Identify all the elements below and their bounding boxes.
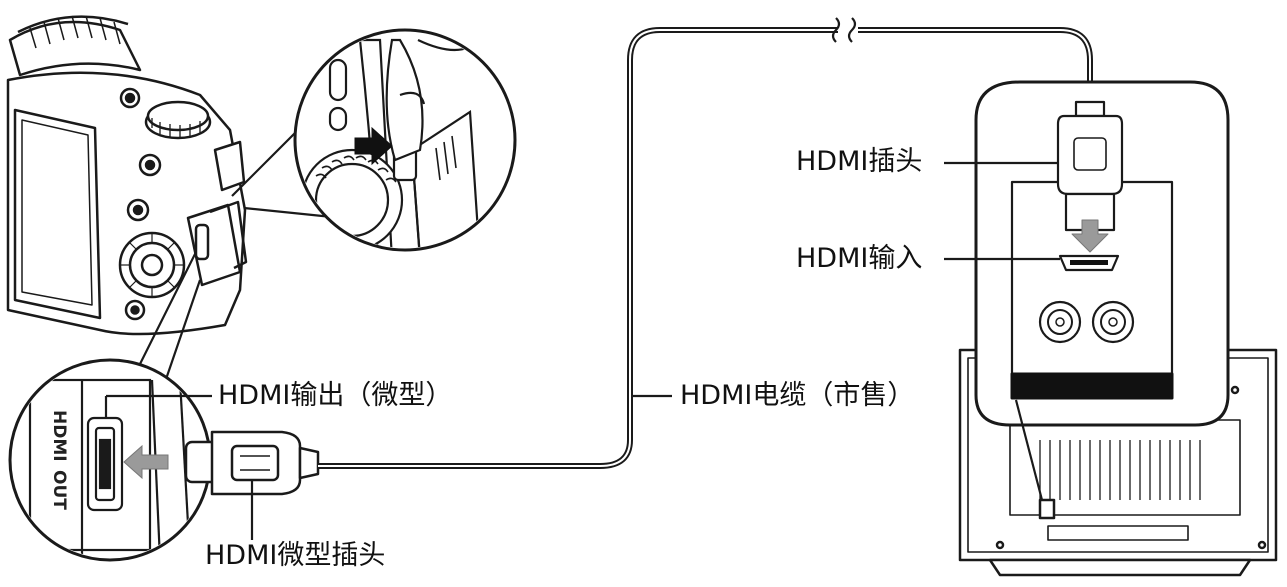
label-hdmi-input: HDMI输入 <box>796 243 923 274</box>
hdmi-cable <box>318 17 1093 469</box>
hdmi-out-zoom-circle: HDMI OUT <box>8 358 212 562</box>
port-marking-out: OUT <box>49 470 69 510</box>
tv-zoom-callout-line <box>1014 399 1044 501</box>
label-hdmi-plug: HDMI插头 <box>796 146 923 177</box>
micro-hdmi-plug <box>184 430 320 496</box>
camera-illustration <box>6 15 248 336</box>
label-hdmi-cable: HDMI电缆（市售） <box>680 380 915 411</box>
port-marking-hdmi: HDMI <box>49 410 69 462</box>
tv-input-panel-zoom <box>974 80 1230 427</box>
label-hdmi-micro-plug: HDMI微型插头 <box>205 540 386 571</box>
label-hdmi-output-micro: HDMI输出（微型） <box>218 380 453 411</box>
label-leader-lines <box>104 161 1060 540</box>
port-door-zoom-circle <box>293 28 517 252</box>
